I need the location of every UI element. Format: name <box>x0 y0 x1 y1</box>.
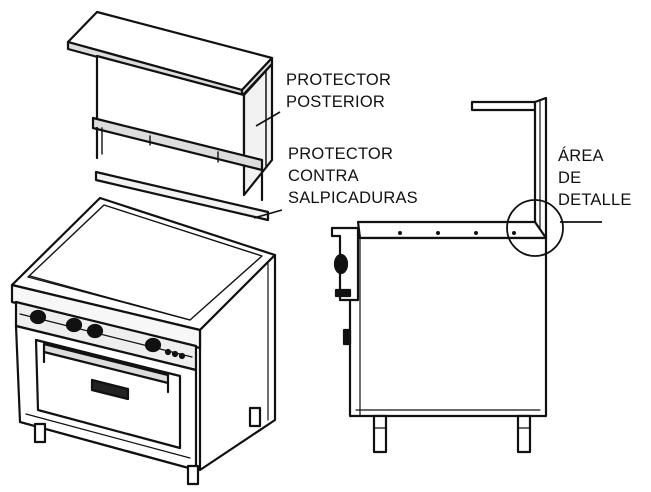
leader-splash-guard <box>253 209 283 219</box>
range-isometric-view <box>10 10 277 486</box>
leader-lines <box>253 111 283 219</box>
leg-front-right <box>186 464 200 486</box>
side-leg-rear <box>516 414 532 454</box>
leader-rear-guard <box>255 111 281 127</box>
oven-front <box>14 324 198 472</box>
label-rear-guard-line2: POSTERIOR <box>286 93 385 111</box>
brand-badge <box>90 378 130 401</box>
detail-circle <box>506 199 564 257</box>
leg-front-left <box>33 422 47 444</box>
label-detail-area-line3: DETALLE <box>558 191 632 209</box>
label-splash-guard-line3: SALPICADURAS <box>288 189 418 207</box>
knob-4 <box>144 337 162 353</box>
side-leg-front <box>372 414 388 454</box>
label-splash-guard: PROTECTOR CONTRA SALPICADURAS <box>288 145 418 207</box>
control-knobs <box>29 309 186 360</box>
label-detail-area: ÁREA DE DETALLE <box>558 146 632 209</box>
label-detail-area-line2: DE <box>558 169 581 187</box>
knob-2 <box>65 317 83 333</box>
detail-area-marker <box>506 199 602 257</box>
label-splash-guard-line2: CONTRA <box>288 167 359 185</box>
splash-guard <box>94 170 270 222</box>
label-rear-guard-line1: PROTECTOR <box>286 71 391 89</box>
leg-rear-right <box>248 406 262 428</box>
side-knob-icon <box>333 253 349 275</box>
side-body <box>348 236 548 418</box>
side-handle <box>334 288 352 298</box>
side-rear-guard-shelf <box>470 100 537 112</box>
indicator-2 <box>171 350 179 358</box>
indicator-3 <box>178 352 186 360</box>
knob-1 <box>29 309 47 325</box>
rear-guard <box>66 10 274 202</box>
label-detail-area-line1: ÁREA <box>558 146 604 165</box>
label-rear-guard: PROTECTOR POSTERIOR <box>286 71 391 111</box>
indicator-1 <box>164 348 172 356</box>
range-side-view <box>330 96 548 454</box>
knob-3 <box>86 323 104 339</box>
label-splash-guard-line1: PROTECTOR <box>288 145 393 163</box>
side-top-surface <box>356 220 548 240</box>
side-bolts <box>398 231 516 235</box>
range-legs <box>33 406 262 486</box>
